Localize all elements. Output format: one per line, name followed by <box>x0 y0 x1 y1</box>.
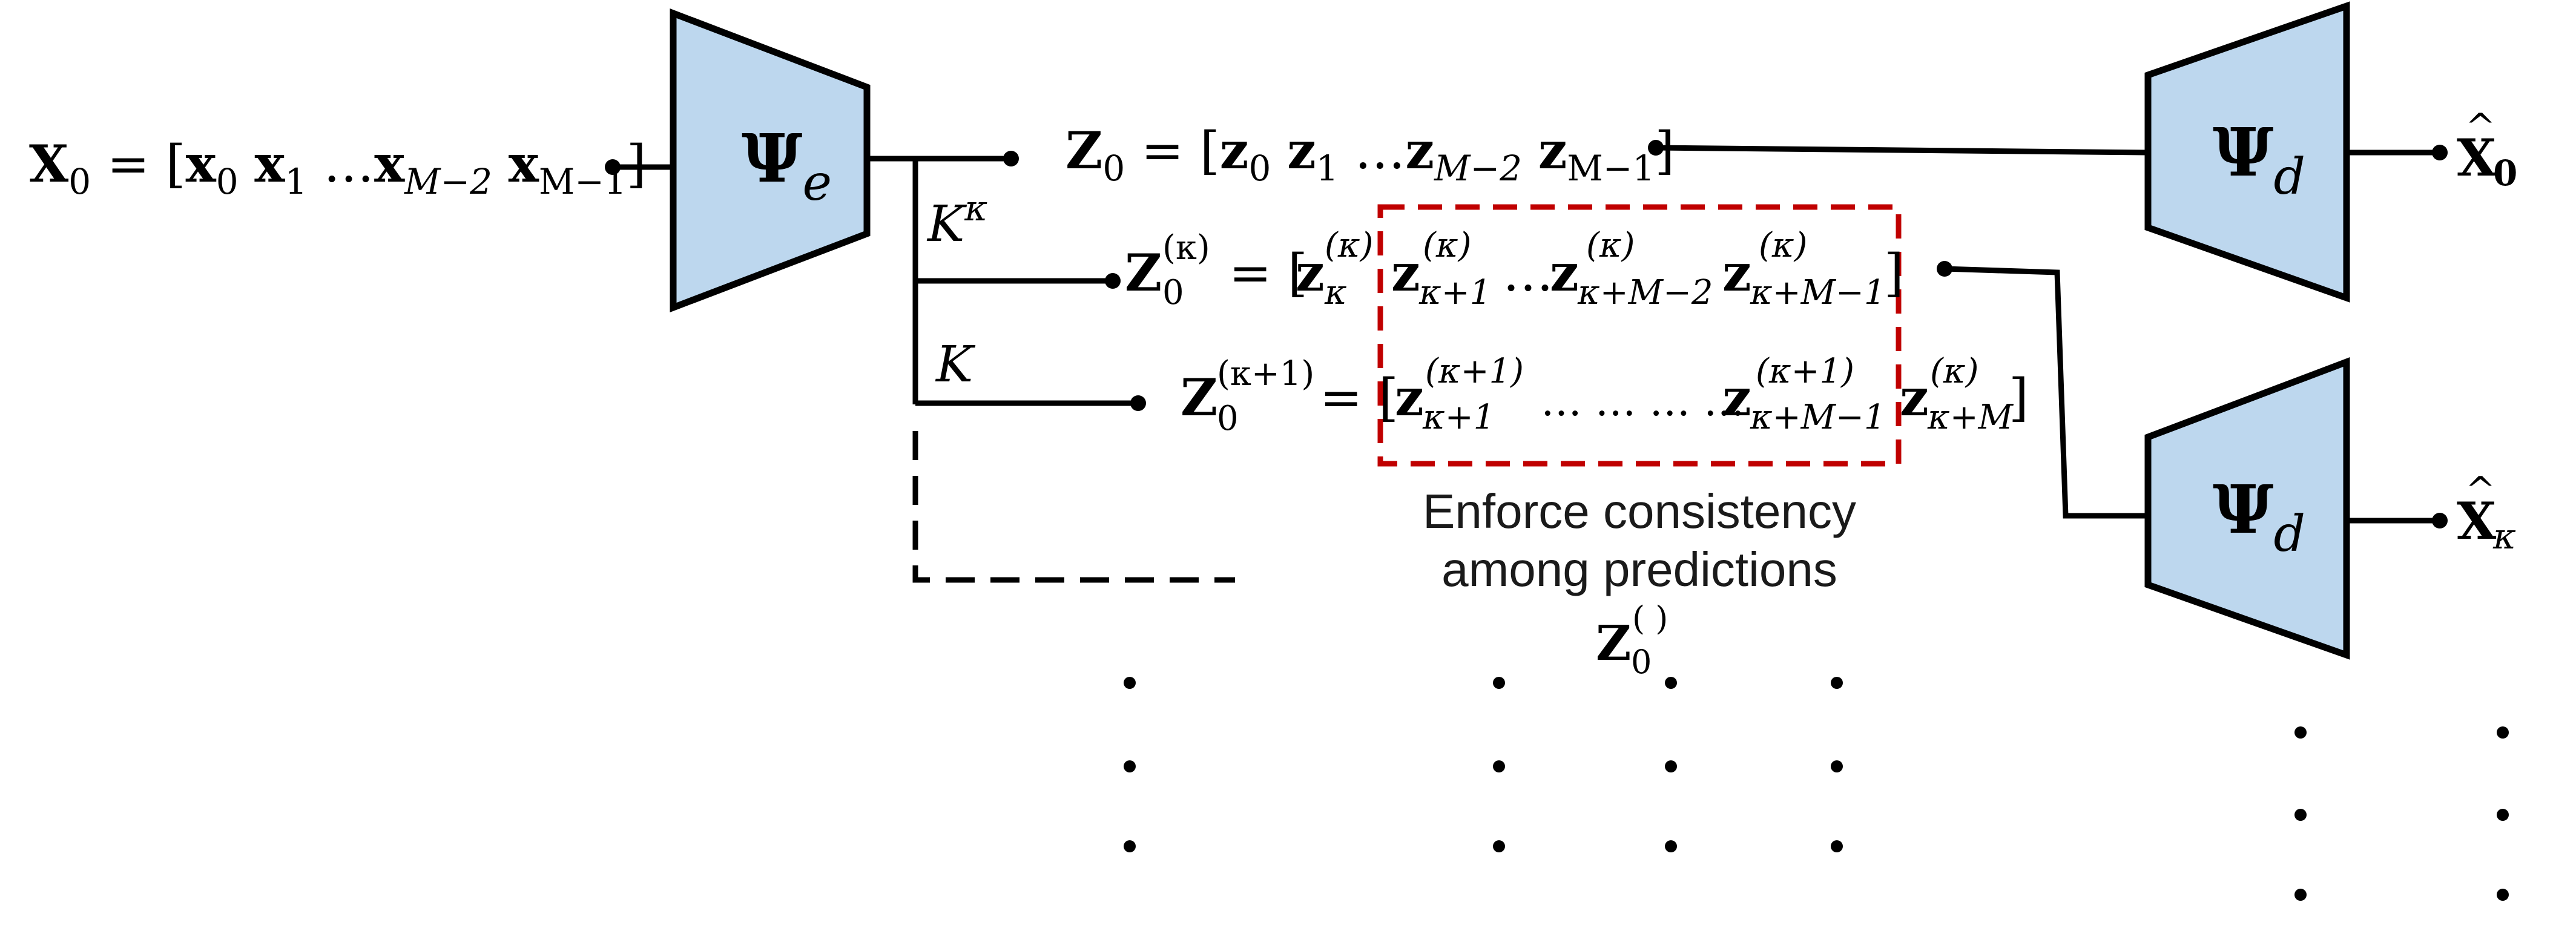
encoder-label: Ψe <box>742 119 832 212</box>
output-xk-hat: X ^ κ <box>2457 469 2516 557</box>
zk1-term-2: z <box>1722 367 1751 427</box>
continuation-dot <box>1124 677 1136 689</box>
zk-term-1-sub: κ+1 <box>1418 273 1491 312</box>
caption-symbol-sub: 0 <box>1631 643 1652 681</box>
continuation-dot <box>1665 677 1677 689</box>
zk-dot <box>1105 273 1121 289</box>
continuation-dot <box>2294 809 2307 821</box>
continuation-dots <box>1124 677 2509 901</box>
zk-term-4-sup: (κ) <box>1759 226 1807 265</box>
zk-eq: = [ <box>1229 243 1308 303</box>
zk1-term-2-sub: κ+M−1 <box>1750 398 1886 437</box>
zk1-term-3-sub: κ+M <box>1927 398 2014 437</box>
continuation-dot <box>1493 840 1505 852</box>
caption-symbol-base: Z <box>1596 614 1631 671</box>
xk-hat-accent: ^ <box>2465 469 2495 512</box>
x0-hat-accent: ^ <box>2465 106 2495 148</box>
continuation-dot <box>1493 760 1505 772</box>
zk1-term-0: z <box>1395 367 1424 427</box>
continuation-dot <box>2497 809 2509 821</box>
zk-to-decoder-bottom-line <box>1944 266 2148 519</box>
zk-out-dot <box>1937 261 1952 277</box>
encoder-block <box>670 8 871 312</box>
continuation-dot <box>1831 760 1843 772</box>
input-dot <box>605 159 621 175</box>
consistency-caption-line1: Enforce consistency <box>1423 484 1856 538</box>
continuation-dot <box>1831 840 1843 852</box>
zk1-lhs: Z <box>1181 367 1217 427</box>
continuation-dot <box>1665 760 1677 772</box>
zk1-dot <box>1130 395 1146 411</box>
caption-symbol-sup: ( ) <box>1632 599 1668 637</box>
continuation-dot <box>1124 760 1136 772</box>
continuation-dot <box>2497 889 2509 901</box>
output-x0-hat: X ^ 0 <box>2457 106 2517 194</box>
decoder-block-bottom <box>2144 357 2350 660</box>
decoder-top-label: Ψd <box>2213 113 2305 206</box>
z0-to-decoder-top-line <box>1655 145 2149 156</box>
zk1-equation: Z (κ+1) 0 = [ z (κ+1) κ+1 … … … … z (κ+1… <box>1181 352 2029 438</box>
zk-term-0: z <box>1296 243 1325 303</box>
xk-hat-dot <box>2432 513 2448 528</box>
continuation-dot <box>2294 726 2307 739</box>
x0-hat-base: X <box>2457 128 2497 188</box>
zk-term-1-sup: (κ) <box>1423 226 1471 265</box>
decoder-bottom-label: Ψd <box>2213 470 2305 563</box>
zk-lhs: Z <box>1125 243 1162 303</box>
zk-lhs-sub: 0 <box>1162 273 1184 312</box>
branch-label-k: K <box>935 336 976 393</box>
continuation-dot <box>1665 840 1677 852</box>
xk-hat-sub: κ <box>2492 516 2516 557</box>
decoder-block-top <box>2144 1 2350 303</box>
continuation-dot <box>1124 840 1136 852</box>
zk-close: ] <box>1884 243 1904 303</box>
zk-term-4: z <box>1722 243 1751 303</box>
branch-label-k-kappa: Kκ <box>926 188 987 253</box>
consistency-caption-symbol: Z ( ) 0 <box>1596 599 1668 681</box>
input-equation: X0 = [x0 x1 …xM−2 xM−1] <box>29 134 647 202</box>
zk1-term-3: z <box>1900 367 1929 427</box>
continuation-dot <box>1493 677 1505 689</box>
xk-hat-base: X <box>2457 491 2497 551</box>
zk1-lhs-sup: (κ+1) <box>1217 354 1314 393</box>
zk1-lhs-sub: 0 <box>1217 399 1239 438</box>
zk-term-3-sup: (κ) <box>1586 226 1635 265</box>
zk1-close: ] <box>2009 368 2029 427</box>
zk1-ellipsis: … … … … <box>1541 378 1745 426</box>
zk-term-1: z <box>1391 243 1420 303</box>
zk-term-4-sub: κ+M−1 <box>1750 273 1886 312</box>
continuation-dot <box>2294 889 2307 901</box>
zk-term-0-sup: (κ) <box>1325 226 1373 265</box>
x0-hat-dot <box>2432 145 2448 160</box>
zk1-eq: = [ <box>1320 368 1398 427</box>
zk1-term-0-sub: κ+1 <box>1422 398 1495 437</box>
continuation-dot <box>2497 726 2509 739</box>
z0-dot <box>1003 151 1019 166</box>
zk-term-3-sub: κ+M−2 <box>1577 273 1713 312</box>
zk-term-3: z <box>1550 243 1579 303</box>
zk-equation: Z (κ) 0 = [ z (κ) κ z (κ) κ+1 … z (κ) κ+… <box>1125 226 1904 312</box>
connector-dots <box>605 140 2448 528</box>
z0-equation: Z0 = [z0 z1 …zM−2 zM−1] <box>1066 120 1675 189</box>
x0-hat-sub: 0 <box>2493 153 2517 194</box>
zk-term-0-sub: κ <box>1324 273 1347 312</box>
zk1-term-2-sup: (κ+1) <box>1756 352 1854 391</box>
zk1-term-3-sup: (κ) <box>1930 352 1978 391</box>
continuation-dot <box>1831 677 1843 689</box>
zk-lhs-sup: (κ) <box>1162 228 1210 268</box>
branch-continuation-dashed-line <box>912 431 1235 583</box>
consistency-highlight-box <box>1377 204 1902 467</box>
zk-ellipsis: … <box>1503 243 1553 303</box>
consistency-caption-line2: among predictions <box>1441 542 1837 596</box>
connectors <box>613 145 2440 583</box>
zk1-term-0-sup: (κ+1) <box>1425 352 1524 391</box>
z0-out-dot <box>1648 140 1664 156</box>
